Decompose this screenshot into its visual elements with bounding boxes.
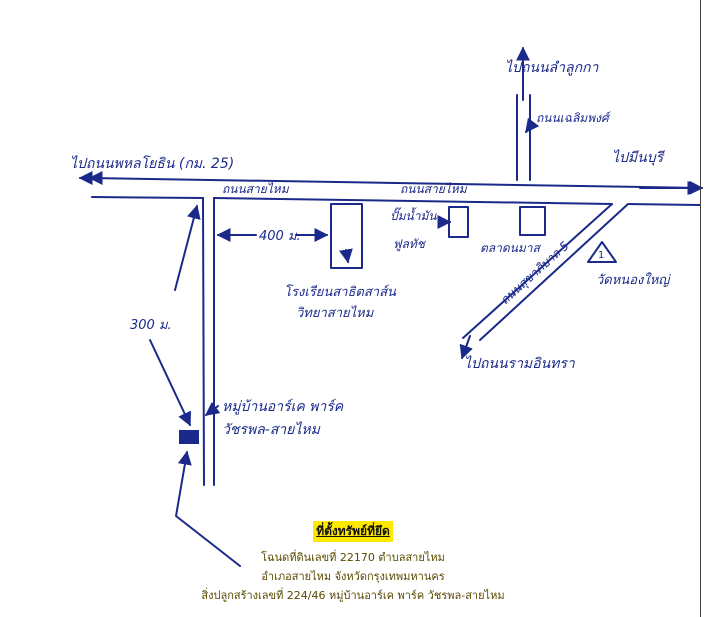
village-label-line1: หมู่บ้านอาร์เค พาร์ค [222,398,344,415]
page-edge-divider [700,0,701,617]
caption-district-line: อำเภอสายไหม จังหวัดกรุงเทพมหานคร [261,570,445,583]
distance-300-marker [149,204,201,427]
market-building [519,206,546,236]
school-label-line2: วิทยาสายไหม [296,305,375,321]
caption-deed-line: โฉนดที่ดินเลขที่ 22170 ตำบลสายไหม [261,551,445,564]
temple-icon [587,241,617,263]
village-label-line2: วัชรพล-สายไหม [222,421,321,438]
target-house-icon [179,430,199,444]
gas-station-building [448,206,469,238]
road-main-left-label: ไปถนนพหลโยธิน (กม. 25) [70,155,234,172]
temple-label: วัดหนองใหญ่ [596,272,671,288]
station-label-line2: ฟูลทัช [393,237,427,252]
school-building [330,203,363,269]
diag-road-dest: ไปถนนรามอินทรา [464,355,576,372]
distance-400-label: 400 ม. [259,229,301,244]
caption-heading: ที่ตั้งทรัพย์ที่ยึด [313,521,393,542]
market-label: ตลาดนมาส [480,241,542,255]
main-road [80,178,704,206]
road-north-label: ไปถนนลำลูกกา [505,59,600,76]
property-caption: ที่ตั้งทรัพย์ที่ยึด โฉนดที่ดินเลขที่ 221… [0,520,706,605]
road-main-right-label: ไปมีนบุรี [612,149,665,166]
road-main-name-2: ถนนสายไหม [400,182,468,196]
school-label-line1: โรงเรียนสาธิตสาส์น [284,284,397,300]
station-label-line1: ปั๊มน้ำมัน [390,207,437,223]
road-north-name: ถนนเฉลิมพงศ์ [536,111,612,125]
caption-building-line: สิ่งปลูกสร้างเลขที่ 224/46 หมู่บ้านอาร์เ… [201,589,505,602]
svg-text:1: 1 [598,250,604,261]
distance-300-label: 300 ม. [130,318,172,333]
north-road [516,46,531,181]
village-soi [202,197,215,486]
diagonal-road [459,203,629,360]
road-main-name-1: ถนนสายไหม [222,182,290,196]
